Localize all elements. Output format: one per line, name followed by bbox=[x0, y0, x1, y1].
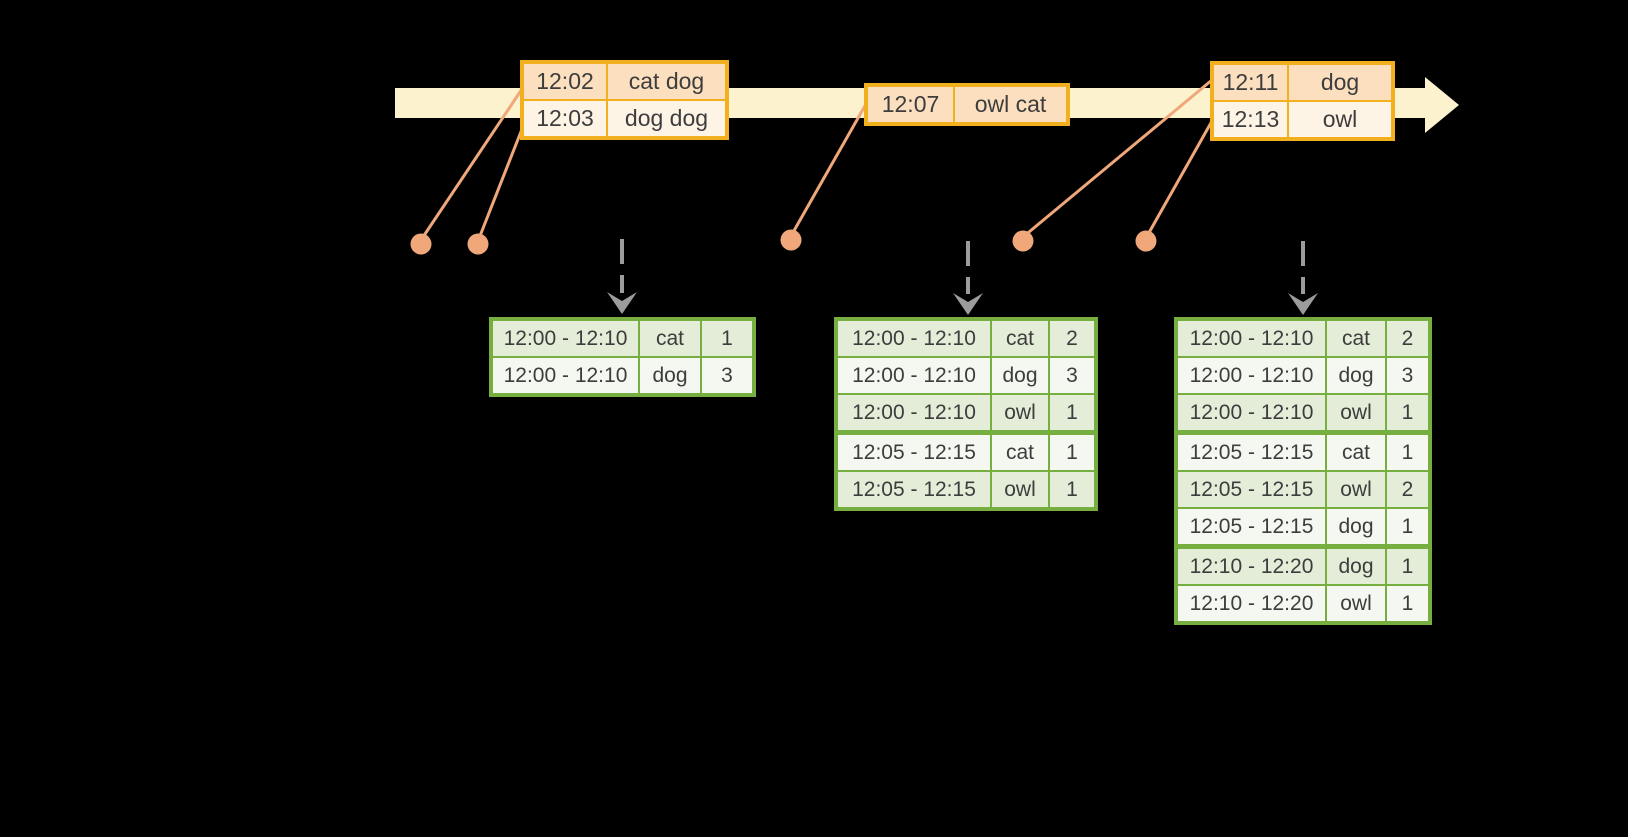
event-time-cell: 12:13 bbox=[1211, 100, 1289, 140]
event-time-cell: 12:11 bbox=[1211, 62, 1289, 102]
window-cell: 12:00 - 12:10 bbox=[490, 318, 640, 358]
count-cell: 1 bbox=[1048, 393, 1097, 434]
event-dot-icon bbox=[1012, 230, 1034, 252]
event-words-cell: dog bbox=[1287, 62, 1394, 102]
word-cell: cat bbox=[1325, 318, 1387, 358]
window-cell: 12:00 - 12:10 bbox=[1175, 318, 1327, 358]
word-cell: cat bbox=[990, 318, 1050, 358]
trigger-arrowhead-icon bbox=[953, 293, 983, 315]
count-cell: 1 bbox=[1385, 393, 1431, 434]
event-table-1: 12:02 cat dog 12:03 dog dog bbox=[520, 60, 729, 140]
word-cell: owl bbox=[1325, 584, 1387, 624]
word-cell: owl bbox=[1325, 393, 1387, 434]
event-table-2: 12:07 owl cat bbox=[864, 83, 1070, 126]
event-row: 12:03 dog dog bbox=[521, 99, 728, 139]
result-row: 12:00 - 12:10 owl 1 bbox=[835, 393, 1097, 434]
event-connector-line bbox=[476, 123, 526, 242]
result-row: 12:05 - 12:15 owl 1 bbox=[835, 470, 1097, 510]
event-time-cell: 12:07 bbox=[865, 84, 955, 125]
event-time-cell: 12:03 bbox=[521, 99, 608, 139]
count-cell: 1 bbox=[1048, 470, 1097, 510]
window-cell: 12:05 - 12:15 bbox=[1175, 507, 1327, 548]
word-cell: dog bbox=[990, 356, 1050, 395]
count-cell: 1 bbox=[1385, 584, 1431, 624]
count-cell: 1 bbox=[700, 318, 755, 358]
word-cell: cat bbox=[1325, 430, 1387, 472]
result-table-3: 12:00 - 12:10 cat 2 12:00 - 12:10 dog 3 … bbox=[1174, 317, 1432, 625]
word-cell: cat bbox=[638, 318, 702, 358]
window-cell: 12:00 - 12:10 bbox=[835, 393, 992, 434]
word-cell: cat bbox=[990, 430, 1050, 472]
event-connector-line bbox=[1144, 120, 1214, 239]
count-cell: 1 bbox=[1385, 507, 1431, 548]
event-dot-icon bbox=[1135, 230, 1157, 252]
result-row: 12:05 - 12:15 dog 1 bbox=[1175, 507, 1431, 548]
event-row: 12:13 owl bbox=[1211, 100, 1394, 140]
event-words-cell: cat dog bbox=[606, 61, 728, 101]
count-cell: 1 bbox=[1048, 430, 1097, 472]
window-cell: 12:00 - 12:10 bbox=[1175, 393, 1327, 434]
event-row: 12:11 dog bbox=[1211, 62, 1394, 102]
trigger-arrowhead-icon bbox=[607, 292, 637, 314]
result-table-2: 12:00 - 12:10 cat 2 12:00 - 12:10 dog 3 … bbox=[834, 317, 1098, 511]
event-time-cell: 12:02 bbox=[521, 61, 608, 101]
window-cell: 12:05 - 12:15 bbox=[835, 470, 992, 510]
trigger-arrowhead-icon bbox=[1288, 293, 1318, 315]
timeline-arrowhead-icon bbox=[1425, 77, 1459, 133]
word-cell: dog bbox=[638, 356, 702, 396]
count-cell: 3 bbox=[1385, 356, 1431, 395]
result-row: 12:00 - 12:10 dog 3 bbox=[835, 356, 1097, 395]
window-cell: 12:00 - 12:10 bbox=[835, 356, 992, 395]
count-cell: 3 bbox=[700, 356, 755, 396]
event-connector-line bbox=[789, 103, 868, 237]
word-cell: dog bbox=[1325, 356, 1387, 395]
result-table-1: 12:00 - 12:10 cat 1 12:00 - 12:10 dog 3 bbox=[489, 317, 756, 397]
window-cell: 12:00 - 12:10 bbox=[835, 318, 992, 358]
word-cell: owl bbox=[990, 393, 1050, 434]
event-words-cell: owl bbox=[1287, 100, 1394, 140]
window-cell: 12:00 - 12:10 bbox=[490, 356, 640, 396]
count-cell: 3 bbox=[1048, 356, 1097, 395]
count-cell: 2 bbox=[1385, 470, 1431, 509]
window-cell: 12:00 - 12:10 bbox=[1175, 356, 1327, 395]
result-row: 12:05 - 12:15 cat 1 bbox=[835, 430, 1097, 472]
event-connector-line bbox=[419, 85, 526, 241]
result-row: 12:00 - 12:10 cat 2 bbox=[1175, 318, 1431, 358]
event-dot-icon bbox=[780, 229, 802, 251]
event-row: 12:02 cat dog bbox=[521, 61, 728, 101]
word-cell: dog bbox=[1325, 544, 1387, 586]
window-cell: 12:05 - 12:15 bbox=[1175, 430, 1327, 472]
count-cell: 2 bbox=[1385, 318, 1431, 358]
count-cell: 1 bbox=[1385, 544, 1431, 586]
event-connector-line bbox=[1022, 78, 1213, 239]
result-row: 12:10 - 12:20 dog 1 bbox=[1175, 544, 1431, 586]
event-words-cell: dog dog bbox=[606, 99, 728, 139]
result-row: 12:00 - 12:10 owl 1 bbox=[1175, 393, 1431, 434]
trigger-arrow-icon bbox=[607, 239, 637, 314]
trigger-arrow-icon bbox=[953, 241, 983, 315]
window-cell: 12:05 - 12:15 bbox=[1175, 470, 1327, 509]
window-cell: 12:10 - 12:20 bbox=[1175, 584, 1327, 624]
result-row: 12:05 - 12:15 owl 2 bbox=[1175, 470, 1431, 509]
result-row: 12:00 - 12:10 cat 2 bbox=[835, 318, 1097, 358]
result-row: 12:00 - 12:10 dog 3 bbox=[1175, 356, 1431, 395]
window-cell: 12:05 - 12:15 bbox=[835, 430, 992, 472]
count-cell: 2 bbox=[1048, 318, 1097, 358]
word-cell: dog bbox=[1325, 507, 1387, 548]
result-row: 12:10 - 12:20 owl 1 bbox=[1175, 584, 1431, 624]
trigger-arrow-icon bbox=[1288, 241, 1318, 315]
word-cell: owl bbox=[1325, 470, 1387, 509]
window-cell: 12:10 - 12:20 bbox=[1175, 544, 1327, 586]
event-row: 12:07 owl cat bbox=[865, 84, 1069, 125]
word-cell: owl bbox=[990, 470, 1050, 510]
result-row: 12:00 - 12:10 dog 3 bbox=[490, 356, 755, 396]
event-dot-icon bbox=[467, 233, 489, 255]
count-cell: 1 bbox=[1385, 430, 1431, 472]
result-row: 12:05 - 12:15 cat 1 bbox=[1175, 430, 1431, 472]
event-words-cell: owl cat bbox=[953, 84, 1069, 125]
event-table-3: 12:11 dog 12:13 owl bbox=[1210, 61, 1395, 141]
event-dot-icon bbox=[410, 233, 432, 255]
result-row: 12:00 - 12:10 cat 1 bbox=[490, 318, 755, 358]
